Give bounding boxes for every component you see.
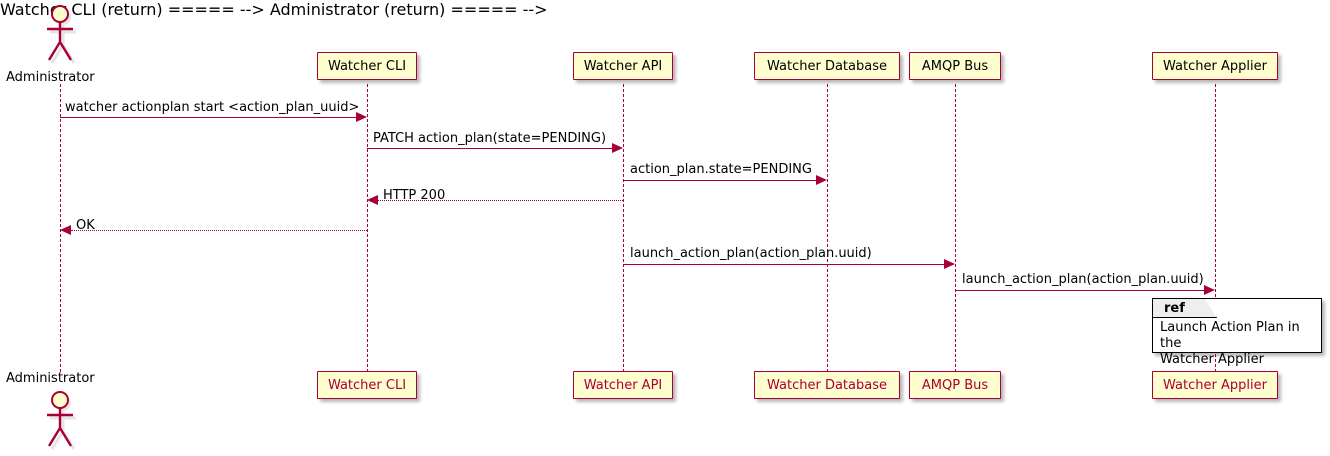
actor-label-administrator-top: Administrator xyxy=(6,70,95,85)
message-arrow-7 xyxy=(955,290,1204,291)
arrowhead-right-icon xyxy=(944,259,955,269)
lifeline-watcher-cli xyxy=(367,84,368,372)
message-label-2: PATCH action_plan(state=PENDING) xyxy=(373,131,607,146)
participant-watcher-cli-bottom[interactable]: Watcher CLI xyxy=(317,371,417,399)
arrowhead-left-icon xyxy=(367,195,378,205)
arrowhead-right-icon xyxy=(816,175,827,185)
ref-fragment-line-2: Watcher Applier xyxy=(1160,352,1264,367)
message-label-5: OK xyxy=(76,218,95,233)
arrowhead-right-icon xyxy=(612,143,623,153)
message-label-3: action_plan.state=PENDING xyxy=(630,162,812,177)
stick-figure-icon xyxy=(47,391,76,450)
participant-watcher-applier-top[interactable]: Watcher Applier xyxy=(1152,52,1278,80)
participant-watcher-database-top[interactable]: Watcher Database xyxy=(754,52,900,80)
actor-administrator-top xyxy=(32,2,88,68)
message-arrow-2 xyxy=(367,148,612,149)
ref-fragment-tab: ref xyxy=(1153,299,1217,318)
lifeline-watcher-applier xyxy=(1215,84,1216,372)
lifeline-amqp-bus xyxy=(955,84,956,372)
message-arrow-6 xyxy=(623,264,944,265)
participant-watcher-api-top[interactable]: Watcher API xyxy=(573,52,673,80)
ref-fragment-tab-label: ref xyxy=(1164,300,1185,316)
lifeline-watcher-database xyxy=(827,84,828,372)
lifeline-watcher-api xyxy=(623,84,624,372)
message-label-4: HTTP 200 xyxy=(383,188,446,203)
participant-watcher-api-bottom[interactable]: Watcher API xyxy=(573,371,673,399)
arrowhead-right-icon xyxy=(356,112,367,122)
message-arrow-4 xyxy=(378,200,623,201)
message-arrow-5 xyxy=(71,230,367,231)
actor-label-administrator-bottom: Administrator xyxy=(6,371,95,386)
message-label-7: launch_action_plan(action_plan.uuid) xyxy=(962,272,1204,287)
message-arrow-3 xyxy=(623,180,816,181)
arrowhead-left-icon xyxy=(60,225,71,235)
actor-administrator-bottom xyxy=(32,388,88,456)
ref-fragment-body: Launch Action Plan in the Watcher Applie… xyxy=(1160,320,1321,368)
arrowhead-right-icon xyxy=(1204,285,1215,295)
message-arrow-1 xyxy=(60,117,356,118)
participant-watcher-applier-bottom[interactable]: Watcher Applier xyxy=(1152,371,1278,399)
message-label-6: launch_action_plan(action_plan.uuid) xyxy=(630,246,872,261)
ref-fragment[interactable]: ref Launch Action Plan in the Watcher Ap… xyxy=(1152,298,1322,367)
participant-amqp-bus-top[interactable]: AMQP Bus xyxy=(909,52,1001,80)
participant-watcher-cli-top[interactable]: Watcher CLI xyxy=(317,52,417,80)
message-label-1: watcher actionplan start <action_plan_uu… xyxy=(65,100,360,115)
participant-amqp-bus-bottom[interactable]: AMQP Bus xyxy=(909,371,1001,399)
stick-figure-icon xyxy=(47,5,76,64)
participant-watcher-database-bottom[interactable]: Watcher Database xyxy=(754,371,900,399)
ref-fragment-line-1: Launch Action Plan in the xyxy=(1160,320,1300,351)
